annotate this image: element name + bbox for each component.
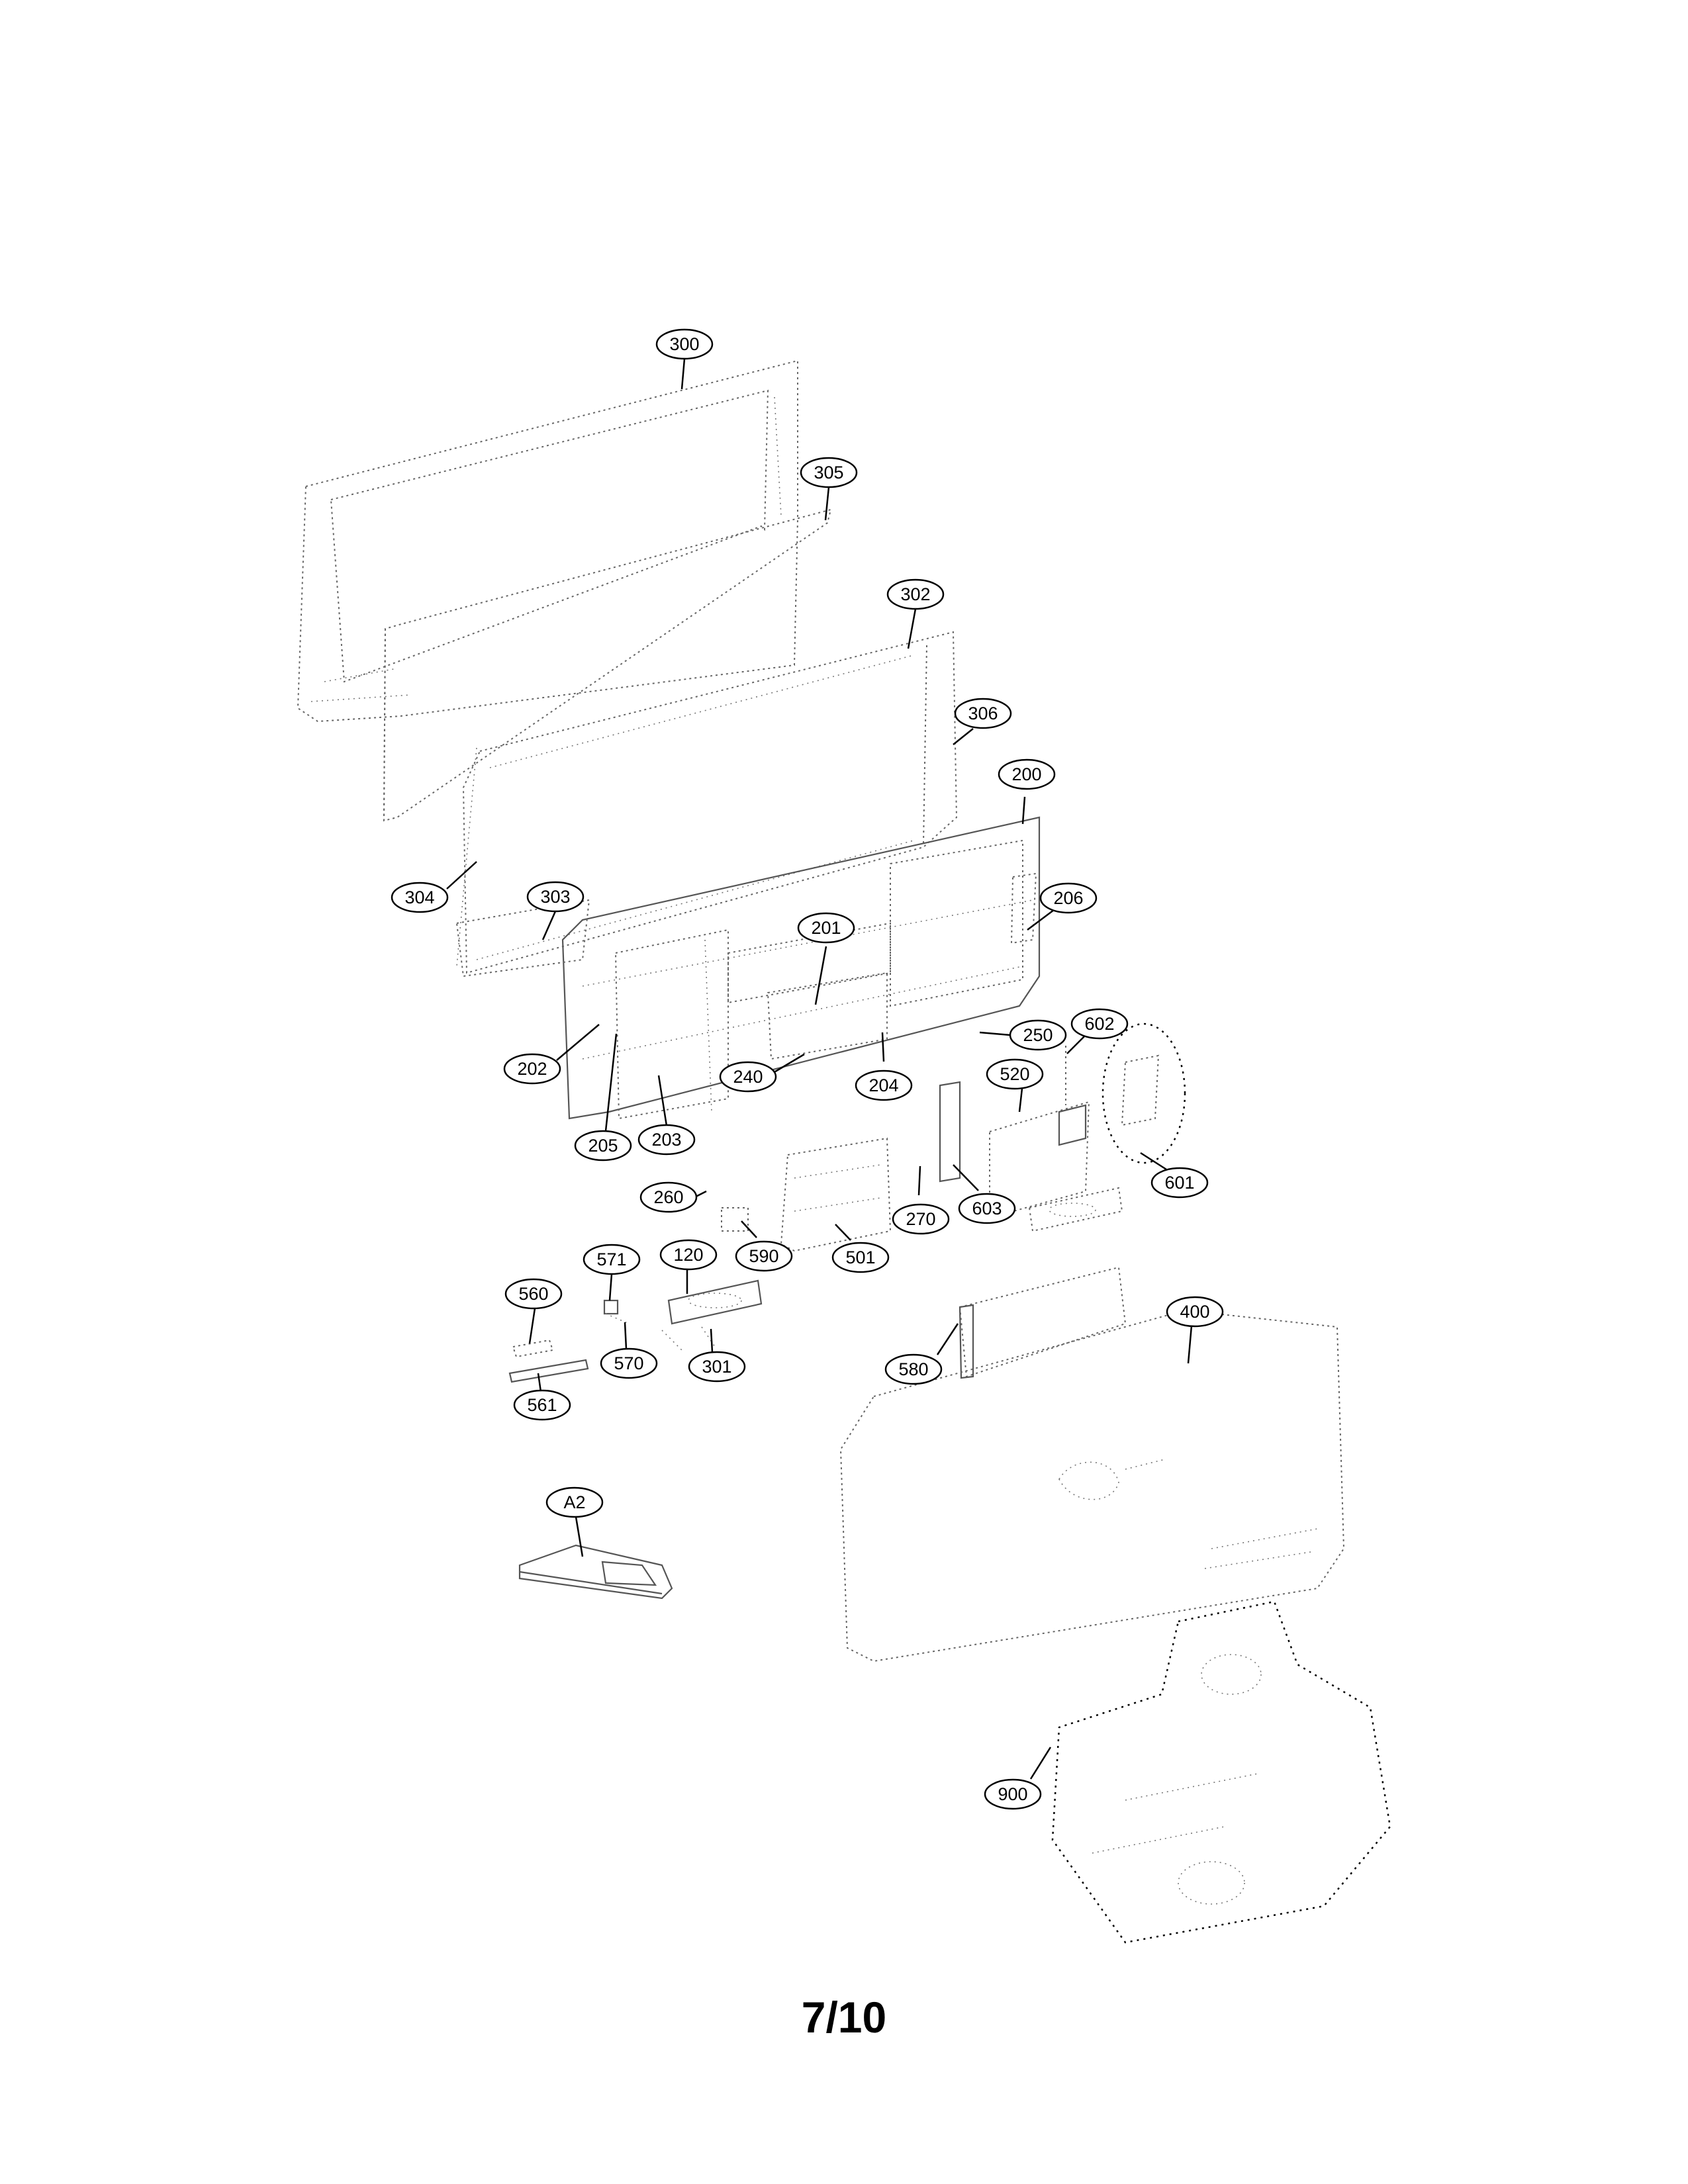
- callout-label: 206: [1053, 888, 1083, 908]
- callout-260: 260: [639, 1181, 698, 1213]
- stand-900: [1051, 1600, 1391, 1944]
- callout-571: 571: [583, 1244, 641, 1275]
- button-571: [603, 1299, 630, 1324]
- callout-200: 200: [998, 758, 1056, 790]
- callout-602: 602: [1070, 1008, 1129, 1040]
- callout-label: 120: [673, 1245, 703, 1265]
- callout-202: 202: [503, 1053, 561, 1085]
- callout-120: 120: [659, 1239, 718, 1271]
- callout-label: 205: [588, 1136, 618, 1156]
- callout-label: 501: [845, 1248, 875, 1267]
- callout-206: 206: [1039, 882, 1098, 914]
- callout-900: 900: [984, 1778, 1042, 1810]
- remote-A2: [518, 1544, 673, 1600]
- callout-302: 302: [886, 578, 945, 610]
- board-580: [959, 1266, 1127, 1379]
- callout-label: 400: [1180, 1302, 1209, 1322]
- callout-205: 205: [574, 1130, 632, 1161]
- callout-label: 304: [404, 887, 434, 907]
- callout-601: 601: [1150, 1167, 1209, 1199]
- callout-520: 520: [986, 1058, 1044, 1090]
- callout-label: 305: [814, 463, 843, 482]
- callout-label: 560: [518, 1284, 548, 1304]
- chassis-200: [561, 816, 1041, 1120]
- callout-203: 203: [637, 1124, 696, 1156]
- callout-306: 306: [954, 698, 1012, 729]
- callout-label: 204: [868, 1075, 898, 1095]
- callout-label: 240: [733, 1067, 763, 1087]
- callout-label: 270: [906, 1209, 935, 1229]
- callout-label: 250: [1023, 1025, 1053, 1045]
- callout-label: 603: [972, 1199, 1002, 1218]
- callout-label: 300: [669, 334, 699, 354]
- callout-304: 304: [391, 882, 449, 913]
- callout-label: 561: [527, 1395, 557, 1415]
- callout-label: 580: [898, 1359, 928, 1379]
- callout-label: 590: [749, 1246, 778, 1266]
- callout-204: 204: [855, 1069, 913, 1101]
- key-560-561: [508, 1339, 589, 1383]
- callout-590: 590: [735, 1240, 793, 1272]
- callout-label: 570: [614, 1353, 643, 1373]
- callout-270: 270: [892, 1203, 950, 1235]
- callout-570: 570: [600, 1347, 658, 1379]
- callout-label: 301: [702, 1357, 731, 1377]
- callout-label: 601: [1164, 1173, 1194, 1193]
- callout-label: 201: [811, 918, 841, 938]
- callout-label: 602: [1084, 1014, 1114, 1034]
- callout-300: 300: [655, 328, 714, 360]
- callout-250: 250: [1009, 1019, 1067, 1051]
- bracket-603: [939, 1081, 961, 1183]
- back-cover-400: [839, 1309, 1345, 1662]
- page-number: 7/10: [801, 1993, 887, 2042]
- boards-520-602-601: [989, 1046, 1160, 1219]
- callout-305: 305: [800, 457, 858, 488]
- callout-501: 501: [831, 1242, 890, 1273]
- speaker-right: [1028, 1187, 1123, 1232]
- callout-label: 200: [1011, 764, 1041, 784]
- callout-603: 603: [958, 1193, 1016, 1224]
- callout-580: 580: [884, 1353, 943, 1385]
- callout-label: 203: [651, 1130, 681, 1150]
- callout-label: 202: [517, 1059, 547, 1079]
- board-501: [780, 1137, 892, 1252]
- front-bezel-300: [297, 359, 798, 723]
- callout-301: 301: [688, 1351, 746, 1383]
- detail-circle-601: [1102, 1023, 1186, 1164]
- callout-label: 302: [900, 584, 930, 604]
- module-302: [462, 631, 958, 974]
- callout-201: 201: [797, 912, 855, 944]
- callout-303: 303: [526, 881, 585, 913]
- speaker-120: [661, 1279, 763, 1351]
- callout-560: 560: [504, 1278, 563, 1310]
- callout-561: 561: [513, 1389, 571, 1421]
- callout-label: A2: [563, 1492, 585, 1512]
- callout-label: 303: [540, 887, 570, 907]
- callout-400: 400: [1166, 1296, 1224, 1328]
- small-parts-590: [721, 1207, 749, 1232]
- callout-240: 240: [719, 1061, 777, 1093]
- callout-label: 900: [998, 1784, 1027, 1804]
- callout-label: 571: [596, 1250, 626, 1269]
- panel-305: [383, 508, 832, 822]
- callout-A2: A2: [545, 1486, 604, 1518]
- callout-label: 520: [1000, 1064, 1029, 1084]
- callout-label: 306: [968, 704, 998, 723]
- callout-label: 260: [653, 1187, 683, 1207]
